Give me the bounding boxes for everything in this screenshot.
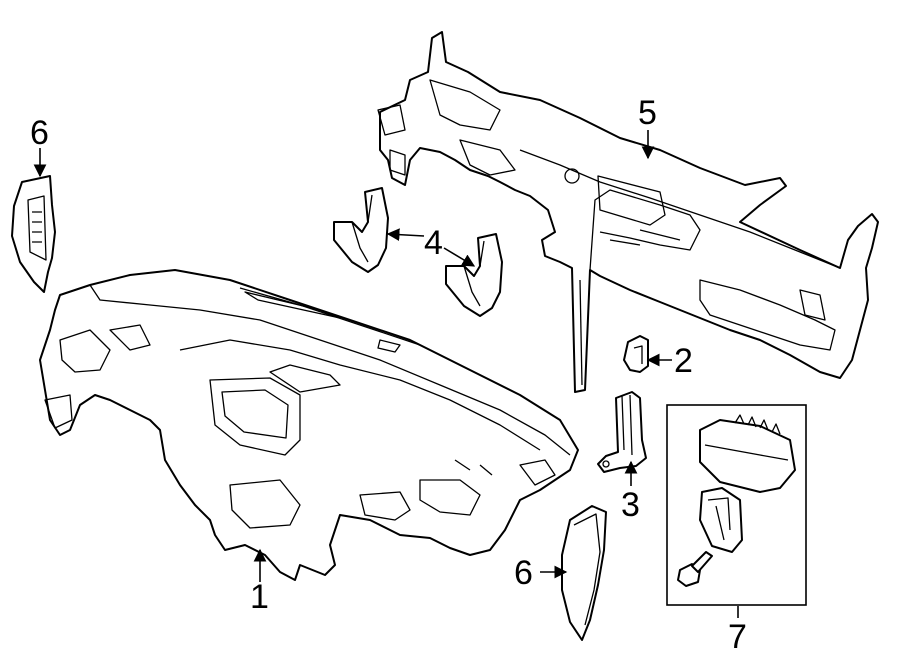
airbag-bolt — [677, 551, 713, 587]
svg-text:6: 6 — [514, 554, 533, 592]
callout-4: 4 — [386, 224, 476, 267]
svg-text:1: 1 — [250, 578, 269, 616]
end-cap-left — [11, 175, 56, 293]
callout-5: 5 — [638, 94, 657, 160]
airbag-kit-box — [666, 404, 807, 606]
callout-2: 2 — [646, 342, 693, 380]
reinforcement-beam — [377, 31, 879, 393]
airbag-module — [699, 414, 796, 493]
callout-6-left: 6 — [30, 114, 49, 178]
svg-text:6: 6 — [30, 114, 49, 152]
callout-3: 3 — [621, 460, 640, 524]
dash-panel — [39, 269, 579, 581]
svg-text:5: 5 — [638, 94, 657, 132]
bracket-support — [597, 391, 647, 473]
end-cap-right — [561, 505, 607, 641]
bracket-small — [623, 335, 649, 373]
callout-7: 7 — [728, 606, 747, 656]
svg-text:2: 2 — [674, 342, 693, 380]
callout-6-right: 6 — [514, 554, 568, 592]
callout-1: 1 — [250, 548, 269, 616]
duct-bracket-right — [445, 233, 503, 317]
svg-text:7: 7 — [728, 618, 747, 656]
airbag-clip — [699, 487, 743, 553]
svg-text:3: 3 — [621, 486, 640, 524]
duct-bracket-left — [333, 187, 389, 273]
svg-text:4: 4 — [424, 224, 443, 262]
